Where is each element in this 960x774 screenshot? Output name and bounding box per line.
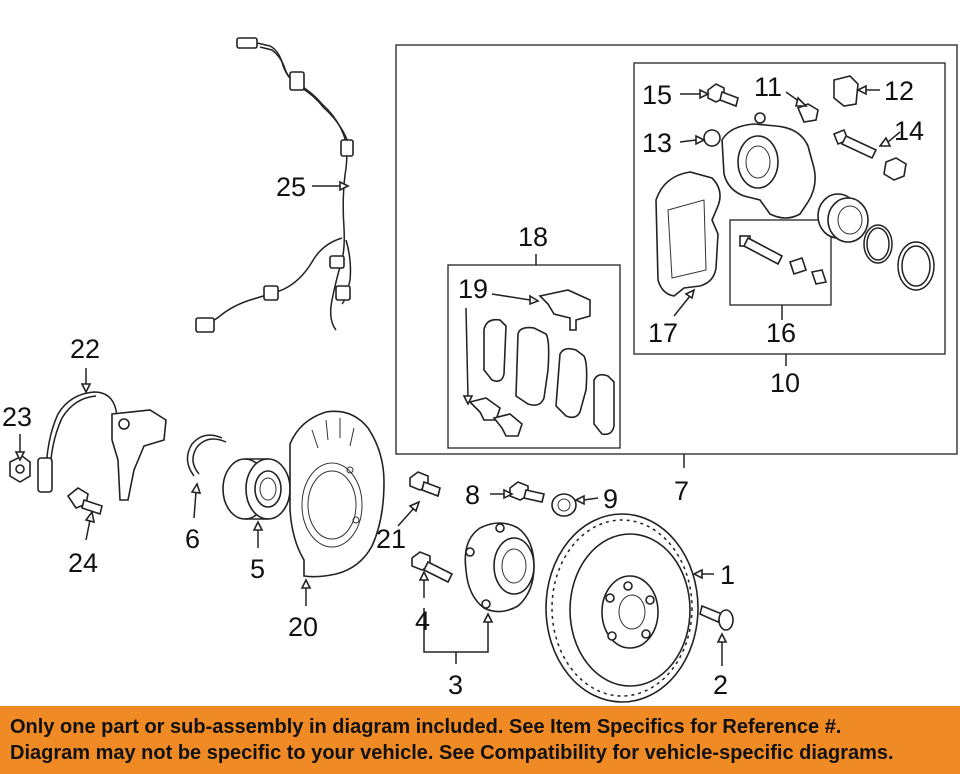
cap-12: [833, 75, 859, 107]
snap-ring: [186, 434, 227, 477]
piston-seal: [863, 224, 893, 264]
callout-21: 21: [376, 524, 406, 554]
abs-sensor-harness: [195, 37, 354, 333]
callout-16: 16: [766, 318, 796, 348]
bolt-8: [509, 481, 545, 503]
caliper-piston: [817, 193, 869, 243]
callout-22: 22: [70, 334, 100, 364]
callout-8: 8: [465, 480, 480, 510]
grommet-13: [703, 129, 721, 147]
leader-lines: [14, 84, 901, 666]
piston-boot: [897, 241, 935, 291]
callout-23: 23: [2, 402, 32, 432]
pad-kit-box: [447, 264, 621, 449]
dust-shield: [289, 410, 385, 578]
nut-14: [883, 157, 907, 181]
wheel-speed-sensor: [37, 391, 167, 501]
callout-11: 11: [754, 72, 782, 102]
disclaimer-line-1: Only one part or sub-assembly in diagram…: [10, 716, 842, 738]
callout-7: 7: [674, 476, 689, 506]
guide-bolt-14: [832, 128, 878, 160]
callout-25: 25: [276, 172, 306, 202]
caliper-subassembly-box: [633, 62, 946, 355]
callout-20: 20: [288, 612, 318, 642]
callout-9: 9: [603, 484, 618, 514]
callout-24: 24: [68, 548, 98, 578]
caliper-housing: [721, 112, 816, 219]
guide-pin-kit-box: [729, 219, 832, 306]
parts-diagram: 25 22 23 24 6 5 20 21 4 3 8 9 7 1 2 18 1…: [2, 37, 958, 703]
callout-1: 1: [720, 560, 735, 590]
bleeder-screw-15: [707, 83, 739, 108]
wheel-bearing: [222, 458, 291, 520]
brake-rotor: [545, 513, 699, 703]
callout-2: 2: [713, 670, 728, 700]
callout-15: 15: [642, 80, 672, 110]
callout-12: 12: [884, 76, 914, 106]
bolt-24: [66, 487, 103, 516]
guide-pin-kit: [739, 235, 828, 285]
disclaimer-line-2: Diagram may not be specific to your vehi…: [10, 742, 894, 764]
washer-9: [551, 493, 577, 517]
callout-10: 10: [770, 368, 800, 398]
wheel-hub: [464, 522, 535, 613]
callout-13: 13: [642, 128, 672, 158]
bolt-21: [409, 471, 441, 498]
callout-5: 5: [250, 554, 265, 584]
caliper-group-box: [395, 44, 958, 455]
callout-17: 17: [648, 318, 678, 348]
bolt-2: [699, 604, 734, 631]
callout-3: 3: [448, 670, 463, 700]
bleeder-cap-11: [796, 103, 819, 123]
callout-18: 18: [518, 222, 548, 252]
pad-kit: [468, 289, 615, 437]
callout-4: 4: [415, 606, 430, 636]
callout-6: 6: [185, 524, 200, 554]
disclaimer-banner: Only one part or sub-assembly in diagram…: [0, 706, 960, 774]
bolt-4: [411, 551, 454, 584]
caliper-bracket: [655, 171, 721, 297]
callout-19: 19: [458, 274, 488, 304]
callout-14: 14: [894, 116, 924, 146]
